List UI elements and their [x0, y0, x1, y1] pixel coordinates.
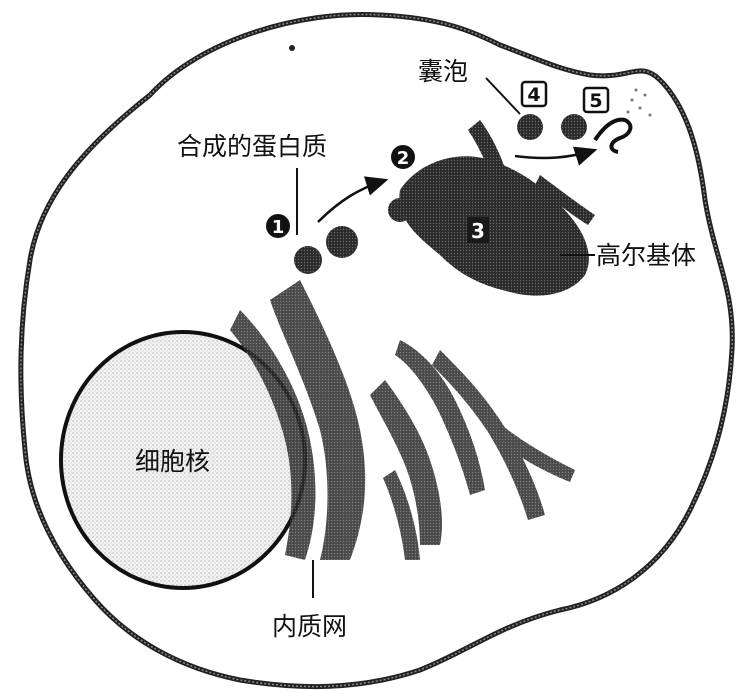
label-vesicle: 囊泡 [418, 57, 468, 86]
marker-5: 5 [584, 88, 608, 112]
speck [289, 45, 295, 51]
marker-2: 2 [391, 145, 415, 169]
marker-4: 4 [522, 82, 546, 106]
marker-1: 1 [266, 214, 290, 238]
label-er: 内质网 [272, 612, 347, 641]
svg-text:1: 1 [272, 217, 285, 238]
svg-text:5: 5 [589, 90, 602, 112]
marker-3: 3 [467, 217, 489, 243]
svg-text:2: 2 [397, 148, 410, 169]
label-golgi: 高尔基体 [596, 241, 696, 270]
label-nucleus: 细胞核 [135, 447, 210, 476]
label-synthesized-protein: 合成的蛋白质 [177, 132, 327, 161]
svg-text:3: 3 [471, 219, 485, 243]
svg-text:4: 4 [527, 84, 540, 106]
